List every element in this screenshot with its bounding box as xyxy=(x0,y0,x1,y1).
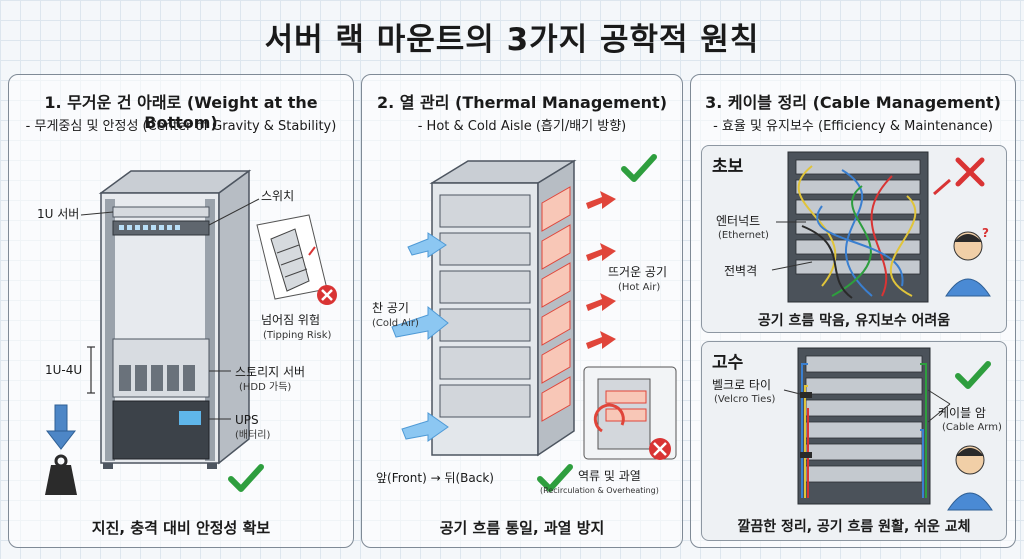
panel-thermal-management: 2. 열 관리 (Thermal Management) - Hot & Col… xyxy=(361,74,683,548)
tidy-cables-illustration xyxy=(702,342,1008,542)
label-recirculation: 역류 및 과열 xyxy=(578,469,641,483)
label-1u-server: 1U 서버 xyxy=(37,207,79,221)
ups-display xyxy=(179,411,201,425)
label-switch: 스위치 xyxy=(261,189,294,203)
label-ethernet: 엔터넉트 xyxy=(716,214,760,228)
ups-unit xyxy=(113,401,209,459)
panel3-heading: 3. 케이블 정리 (Cable Management) xyxy=(691,89,1015,113)
label-storage-sub: (HDD 가득) xyxy=(239,382,291,394)
down-arrow-icon xyxy=(47,405,75,449)
label-recirculation-en: (Recirculation & Overheating) xyxy=(540,485,659,497)
page-title: 서버 랙 마운트의 3가지 공학적 원칙 xyxy=(0,14,1024,59)
panel1-footer: 지진, 충격 대비 안정성 확보 xyxy=(9,517,353,538)
expert-footer: 깔끔한 정리, 공기 흐름 원활, 쉬운 교체 xyxy=(702,516,1006,536)
panel3-subheading: - 효율 및 유지보수 (Efficiency & Maintenance) xyxy=(691,115,1015,134)
panel-cable-management: 3. 케이블 정리 (Cable Management) - 효율 및 유지보수… xyxy=(690,74,1016,548)
label-tipping: 넘어짐 위험 xyxy=(261,313,320,327)
panel-weight-at-bottom: 1. 무거운 건 아래로 (Weight at the Bottom) - 무게… xyxy=(8,74,354,548)
tipping-inset xyxy=(257,215,327,299)
beginner-section: 초보 엔터넉트 (Ethernet) 전벽격 ? 공기 흐름 막음, 유지보수 … xyxy=(701,145,1007,333)
cross-icon xyxy=(958,160,982,184)
label-hot-air: 뜨거운 공기 xyxy=(608,265,667,279)
beginner-footer: 공기 흐름 막음, 유지보수 어려움 xyxy=(702,310,1006,330)
check-icon xyxy=(958,364,988,386)
rack-weight-illustration xyxy=(9,75,355,549)
label-storage: 스토리지 서버 xyxy=(235,365,305,379)
tipping-cross-icon xyxy=(317,285,337,305)
confused-technician-icon xyxy=(946,232,990,296)
label-cable-arm: 케이블 암 xyxy=(938,406,986,420)
beginner-title: 초보 xyxy=(712,152,743,177)
label-velcro-en: (Velcro Ties) xyxy=(714,394,775,406)
label-ups-sub: (배터리) xyxy=(235,430,270,442)
label-cold-air-en: (Cold Air) xyxy=(372,318,419,330)
recirculation-cross-icon xyxy=(649,438,671,460)
label-power-cable: 전벽격 xyxy=(724,264,757,278)
happy-technician-icon xyxy=(948,446,992,510)
label-velcro: 벨크로 타이 xyxy=(712,378,771,392)
label-cable-arm-en: (Cable Arm) xyxy=(942,422,1002,434)
hdd-bays xyxy=(119,365,195,391)
server-1u xyxy=(113,207,209,217)
label-1u-4u: 1U-4U xyxy=(45,363,82,377)
label-cold-air: 찬 공기 xyxy=(372,301,409,315)
panel2-footer: 공기 흐름 통일, 과열 방지 xyxy=(362,517,682,538)
label-hot-air-en: (Hot Air) xyxy=(618,282,660,294)
label-ethernet-en: (Ethernet) xyxy=(718,230,769,242)
label-ups: UPS xyxy=(235,413,259,427)
label-tipping-en: (Tipping Risk) xyxy=(263,330,331,342)
check-icon xyxy=(624,157,654,179)
weight-icon xyxy=(45,456,77,495)
label-front-back: 앞(Front) → 뒤(Back) xyxy=(376,471,494,485)
question-mark-icon: ? xyxy=(982,226,989,240)
expert-title: 고수 xyxy=(712,348,743,373)
check-icon xyxy=(231,467,261,489)
expert-section: 고수 벨크로 타이 (Velcro Ties) 케이블 암 (Cable Arm… xyxy=(701,341,1007,541)
